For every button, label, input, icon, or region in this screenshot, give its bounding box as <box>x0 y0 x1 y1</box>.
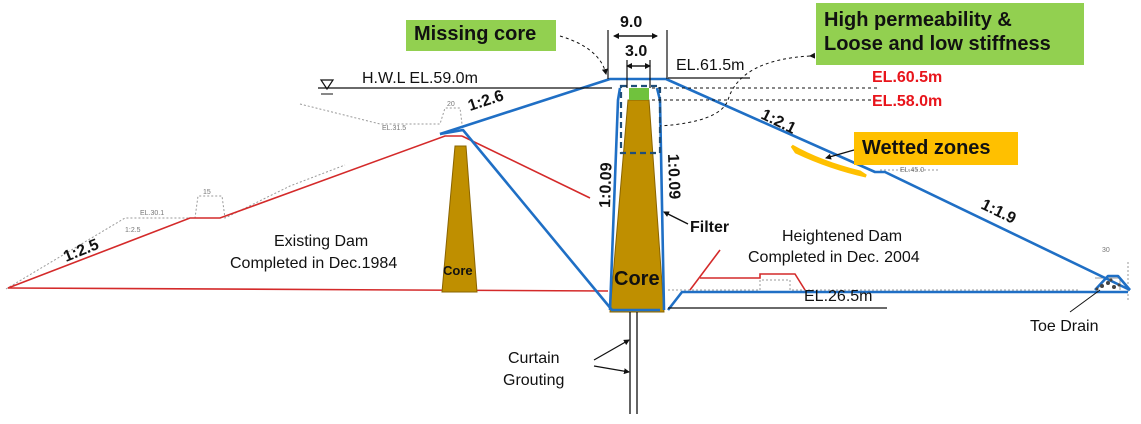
slope-downstream-upper: 1:2.1 <box>758 106 798 137</box>
curtain-label-line1: Curtain <box>508 350 560 367</box>
wetted-zone-shape <box>790 144 867 178</box>
el-60-5-label: EL.60.5m <box>872 69 942 86</box>
curtain-arrow-upper <box>593 339 630 361</box>
existing-dam-title: Existing Dam <box>274 233 368 250</box>
hwl-label: H.W.L EL.59.0m <box>362 70 478 87</box>
faint-mark-15: 15 <box>203 189 211 196</box>
toe-drain-leader <box>1069 289 1101 313</box>
scan-background <box>5 87 1129 300</box>
filter-label: Filter <box>690 219 729 236</box>
water-level-triangle-icon <box>319 79 335 91</box>
slope-upstream-inner: 1:2.6 <box>466 87 506 114</box>
faint-mark-20: 20 <box>447 101 455 108</box>
wetted-zones-text: Wetted zones <box>862 137 991 159</box>
toe-drain-gravel <box>1095 278 1121 291</box>
missing-core-callout: Missing core <box>406 20 556 51</box>
heightened-dam-date: Completed in Dec. 2004 <box>748 249 920 266</box>
heightened-dam-outline <box>439 77 1131 312</box>
upper-core-dashed-box <box>619 84 662 155</box>
faint-mark-1-2-5: 1:2.5 <box>125 227 141 234</box>
crest-elevation-label: EL.61.5m <box>676 57 744 74</box>
crest-width-label: 9.0 <box>620 14 642 31</box>
faint-el-31-5: EL.31.5 <box>382 125 406 132</box>
faint-mark-30: 30 <box>1102 247 1110 254</box>
slope-core-right: 1:0.09 <box>664 154 683 200</box>
missing-core-leader <box>559 35 608 75</box>
wetted-zone-leader <box>825 149 855 160</box>
high-perm-leader <box>659 52 816 127</box>
wetted-zones-callout: Wetted zones <box>854 132 1018 165</box>
faint-el-45-0: EL.45.0 <box>900 167 924 174</box>
faint-el-30-1: EL.30.1 <box>140 210 164 217</box>
core-top-width-label: 3.0 <box>625 43 647 60</box>
existing-dam-outline <box>7 135 806 292</box>
missing-core-zone <box>629 88 649 100</box>
curtain-grouting-lines <box>629 312 638 414</box>
existing-dam-date: Completed in Dec.1984 <box>230 255 397 272</box>
high-permeability-callout: High permeability & Loose and low stiffn… <box>816 3 1084 65</box>
curtain-label-line2: Grouting <box>503 372 564 389</box>
slope-downstream-lower: 1:1.9 <box>978 196 1018 227</box>
el-58-0-label: EL.58.0m <box>872 93 942 110</box>
toe-drain-label: Toe Drain <box>1030 318 1098 335</box>
filter-leader <box>663 211 689 225</box>
curtain-arrow-lower <box>593 365 630 375</box>
slope-core-left: 1:0.09 <box>597 162 616 208</box>
high-permeability-text-1: High permeability & <box>824 9 1012 31</box>
crest-dimension <box>607 30 668 88</box>
foundation-elevation-label: EL.26.5m <box>804 288 872 305</box>
existing-core-shape <box>441 145 478 293</box>
heightened-dam-title: Heightened Dam <box>782 228 902 245</box>
missing-core-text: Missing core <box>414 23 537 45</box>
existing-core-label: Core <box>443 263 473 278</box>
high-permeability-text-2: Loose and low stiffness <box>824 33 1051 55</box>
new-core-label: Core <box>614 268 660 290</box>
slope-upstream-outer: 1:2.5 <box>61 236 101 265</box>
